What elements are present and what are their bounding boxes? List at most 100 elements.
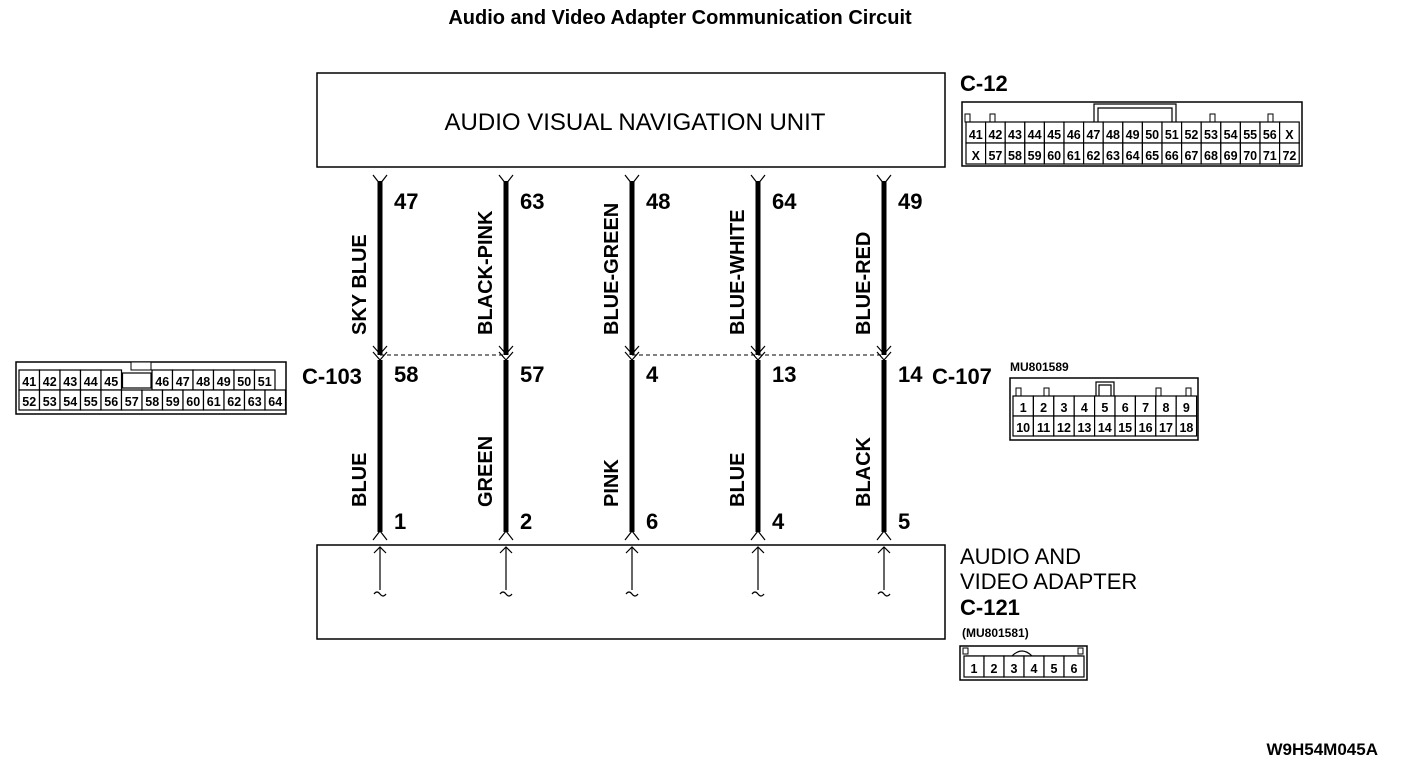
- connector-chevron: [372, 345, 388, 361]
- upper-wire-color-label: BLUE-GREEN: [601, 203, 623, 335]
- inner-tilde: [373, 591, 387, 597]
- pin-cell: [264, 389, 287, 411]
- navigation-unit-box: [316, 72, 946, 168]
- c121-pin-label: 2: [991, 662, 998, 676]
- c121-connector-label: C-121: [960, 595, 1020, 620]
- c12-pin-label: 72: [1282, 149, 1296, 163]
- c107-pin-label: 18: [1179, 421, 1193, 435]
- c107-pin-label: 7: [1142, 401, 1149, 415]
- c12-pin-label: 63: [1106, 149, 1120, 163]
- c12-pin-label: 53: [1204, 128, 1218, 142]
- bottom-pin-number: 6: [646, 509, 658, 534]
- c12-pin-label: 67: [1184, 149, 1198, 163]
- upper-wire-color-label: BLUE-RED: [853, 232, 875, 335]
- c107-pin-label: 10: [1016, 421, 1030, 435]
- lower-wire-color-label: PINK: [601, 459, 623, 507]
- c12-pin-label: 70: [1243, 149, 1257, 163]
- terminal-chevron: [498, 174, 514, 185]
- c121-latch: [1011, 650, 1033, 657]
- middle-pin-number: 14: [898, 362, 923, 387]
- bottom-pin-number: 5: [898, 509, 910, 534]
- terminal-chevron: [624, 174, 640, 185]
- c12-pin-label: 68: [1204, 149, 1218, 163]
- top-pin-number: 63: [520, 189, 544, 214]
- c121-part-number: (MU801581): [962, 626, 1029, 640]
- c12-pin-label: 65: [1145, 149, 1159, 163]
- connector-chevron: [750, 345, 766, 361]
- c107-pin-label: 15: [1118, 421, 1132, 435]
- c103-pin-label: 64: [268, 395, 282, 409]
- c12-pin-label: 54: [1224, 128, 1238, 142]
- c103-connector-label: C-103: [302, 364, 362, 389]
- c103-pin-label: 55: [84, 395, 98, 409]
- c12-key: [1267, 113, 1274, 123]
- c103-pin-label: 58: [145, 395, 159, 409]
- c12-pin-label: 46: [1067, 128, 1081, 142]
- c103-pin-label: 45: [104, 375, 118, 389]
- c12-key: [989, 113, 996, 123]
- c107-pin-label: 14: [1098, 421, 1112, 435]
- c103-pin-label: 49: [217, 375, 231, 389]
- c12-key: [1209, 113, 1216, 123]
- diagram-code: W9H54M045A: [1267, 740, 1379, 759]
- c12-pin-label: X: [1285, 128, 1294, 142]
- middle-pin-number: 58: [394, 362, 418, 387]
- c12-pin-label: 45: [1047, 128, 1061, 142]
- c103-pin-label: 62: [227, 395, 241, 409]
- terminal-chevron: [876, 174, 892, 185]
- top-pin-number: 49: [898, 189, 922, 214]
- c12-pin-label: 47: [1086, 128, 1100, 142]
- terminal-chevron: [624, 530, 640, 541]
- connector-chevron: [498, 345, 514, 361]
- bottom-pin-number: 2: [520, 509, 532, 534]
- upper-wire-color-label: BLUE-WHITE: [727, 209, 749, 335]
- c12-pin-label: 69: [1224, 149, 1238, 163]
- adapter-label-line2: VIDEO ADAPTER: [960, 569, 1137, 594]
- wire-3: 48 4 6 BLUE-GREEN PINK: [601, 174, 670, 597]
- terminal-chevron: [750, 530, 766, 541]
- c12-pin-label: 44: [1028, 128, 1042, 142]
- c12-connector-label: C-12: [960, 71, 1008, 96]
- connector-chevron: [876, 345, 892, 361]
- c12-key: [964, 113, 971, 123]
- c107-key: [1155, 387, 1162, 397]
- c12-pin-label: 56: [1263, 128, 1277, 142]
- middle-pin-number: 13: [772, 362, 796, 387]
- c12-pin-label: X: [972, 149, 981, 163]
- terminal-chevron: [372, 174, 388, 185]
- c103-pin-label: 42: [43, 375, 57, 389]
- c12-pin-label: 71: [1263, 149, 1277, 163]
- c12-pin-label: 52: [1184, 128, 1198, 142]
- middle-pin-number: 4: [646, 362, 659, 387]
- c121-pin-label: 5: [1051, 662, 1058, 676]
- c12-pin-label: 66: [1165, 149, 1179, 163]
- lower-wire-color-label: BLUE: [727, 453, 749, 507]
- c107-key: [1185, 387, 1192, 397]
- c107-pin-label: 13: [1077, 421, 1091, 435]
- c107-latch: [1095, 381, 1115, 396]
- c12-pin-label: 51: [1165, 128, 1179, 142]
- top-pin-number: 48: [646, 189, 670, 214]
- c12-pin-label: 61: [1067, 149, 1081, 163]
- c107-pin-label: 17: [1159, 421, 1173, 435]
- c12-pin-label: 64: [1126, 149, 1140, 163]
- c107-key: [1043, 387, 1050, 397]
- c12-pin-label: 42: [988, 128, 1002, 142]
- pin-cell: [1278, 142, 1300, 165]
- c107-pin-label: 8: [1163, 401, 1170, 415]
- c107-pin-label: 6: [1122, 401, 1129, 415]
- c107-pin-label: 4: [1081, 401, 1088, 415]
- c121-pin-label: 4: [1031, 662, 1038, 676]
- c121-pin-label: 1: [971, 662, 978, 676]
- navigation-unit-label: AUDIO VISUAL NAVIGATION UNIT: [445, 109, 826, 136]
- terminal-chevron: [498, 530, 514, 541]
- c107-connector-label: C-107: [932, 364, 992, 389]
- audio-video-adapter-box: [316, 544, 946, 640]
